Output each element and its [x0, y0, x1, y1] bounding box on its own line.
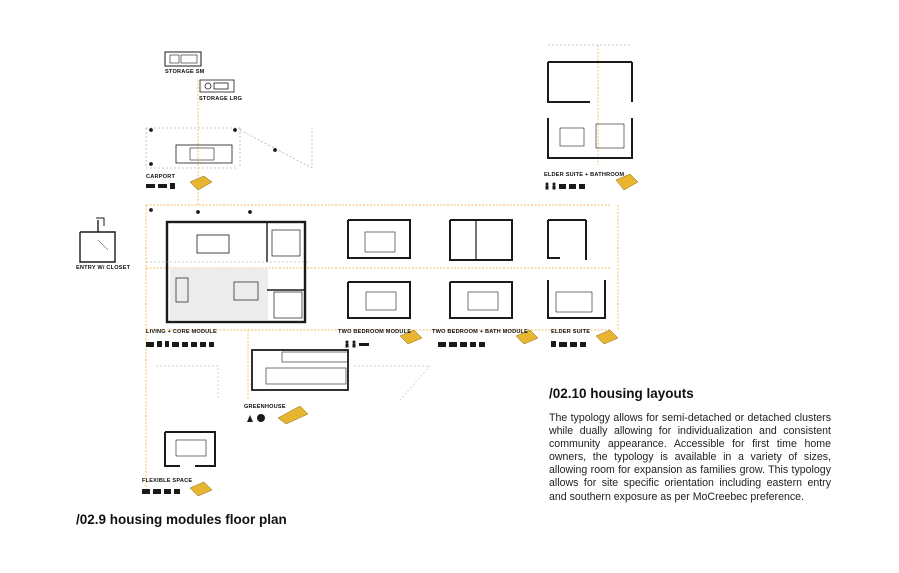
elder-suite-label: ELDER SUITE: [551, 329, 591, 335]
flexible-space-label: FLEXIBLE SPACE: [142, 478, 193, 484]
storage-sm-label: STORAGE SM: [165, 69, 205, 75]
storage-sm-plan: [164, 51, 202, 67]
carport-label: CARPORT: [146, 174, 176, 180]
layouts-title: /02.10 housing layouts: [549, 386, 694, 401]
greenhouse-plan: [156, 349, 431, 401]
layouts-description: The typology allows for semi-detached or…: [549, 412, 831, 503]
floor-plan-title: /02.9 housing modules floor plan: [76, 512, 287, 527]
two-bedroom-plan: [347, 219, 411, 319]
greenhouse-icons: [246, 413, 268, 423]
flexible-space-icons: [142, 487, 182, 495]
carport-plan: [145, 127, 313, 169]
two-bedroom-icons: [344, 340, 370, 348]
elder-suite-bathroom-plan: [547, 44, 633, 159]
carport-icons: [146, 182, 186, 190]
elder-suite-bathroom-label: ELDER SUITE + BATHROOM: [544, 172, 625, 178]
two-bedroom-label: TWO BEDROOM MODULE: [338, 329, 412, 335]
living-core-label: LIVING + CORE MODULE: [146, 329, 217, 335]
flexible-space-plan: [164, 431, 216, 467]
living-core-icons: [146, 340, 216, 348]
organizing-grid: [145, 45, 619, 490]
two-bedroom-bath-icons: [438, 340, 488, 348]
greenhouse-label: GREENHOUSE: [244, 404, 286, 410]
storage-lrg-label: STORAGE LRG: [199, 96, 243, 102]
module-accents: [189, 173, 639, 497]
living-core-plan: [146, 208, 310, 324]
two-bedroom-bath-plan: [449, 219, 513, 319]
two-bedroom-bath-label: TWO BEDROOM + BATH MODULE: [432, 329, 529, 335]
elder-suite-bathroom-icons: [544, 182, 588, 190]
elder-suite-icons: [551, 340, 591, 348]
entry-plan: [79, 217, 116, 263]
entry-label: ENTRY W/ CLOSET: [76, 265, 131, 271]
storage-lrg-plan: [199, 79, 235, 93]
elder-suite-plan: [547, 219, 606, 319]
